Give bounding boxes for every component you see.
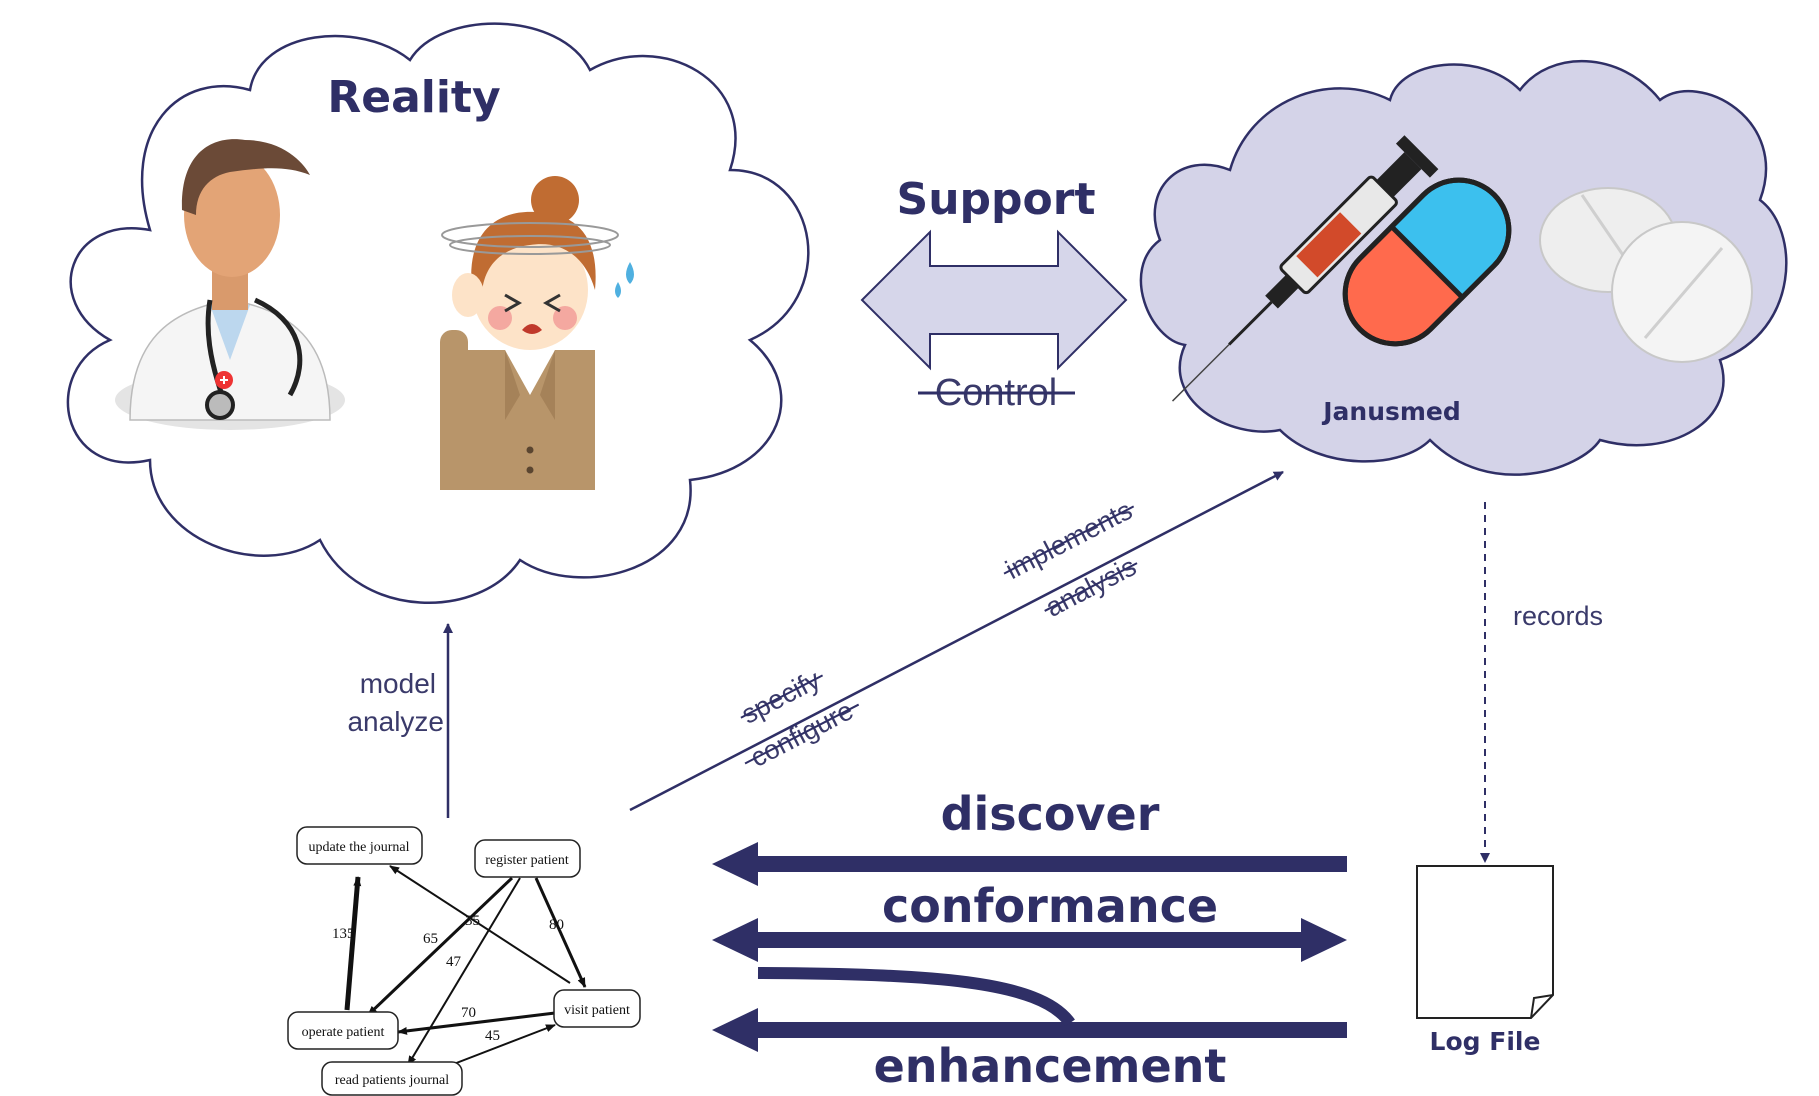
- edge-visit-update: [389, 865, 571, 984]
- node-visit-patient: visit patient: [553, 989, 641, 1028]
- support-control-arrow: [860, 229, 1128, 371]
- configure-strikethrough: [744, 703, 860, 765]
- records-label: records: [1513, 601, 1603, 631]
- configure-implements-arrow: [629, 470, 1284, 812]
- discover-arrow: [712, 842, 1347, 886]
- edge-operate-update: [344, 876, 362, 1011]
- node-register-patient: register patient: [474, 839, 581, 878]
- edge-label-45: 45: [485, 1028, 500, 1044]
- node-update-journal-label: update the journal: [308, 840, 409, 855]
- node-operate-patient-label: operate patient: [302, 1025, 385, 1040]
- analysis-strikethrough: [1044, 562, 1138, 612]
- node-read-patients-journal: read patients journal: [321, 1061, 463, 1096]
- doctor-icon: [115, 139, 345, 430]
- syringe-icon: [1171, 135, 1439, 402]
- dizzy-patient-icon: [440, 176, 634, 490]
- enhancement-arrow: [712, 967, 1347, 1052]
- conformance-label: conformance: [882, 879, 1218, 933]
- analyze-label: analyze: [347, 706, 444, 737]
- edge-label-47: 47: [446, 954, 462, 970]
- pills-icon: [1539, 187, 1753, 363]
- edge-read-visit: [445, 1024, 556, 1068]
- edge-label-80: 80: [549, 917, 564, 933]
- edge-label-70: 70: [461, 1005, 476, 1021]
- log-file-icon: [1416, 865, 1554, 1019]
- node-register-patient-label: register patient: [485, 853, 569, 868]
- node-operate-patient: operate patient: [287, 1011, 399, 1050]
- log-file-label: Log File: [1430, 1027, 1541, 1056]
- conformance-arrow: [712, 918, 1347, 962]
- edge-register-operate: [366, 876, 514, 1017]
- edge-visit-operate: [397, 1011, 556, 1035]
- capsule-icon: [1342, 177, 1512, 347]
- janusmed-label: Janusmed: [1321, 397, 1461, 426]
- node-visit-patient-label: visit patient: [564, 1003, 630, 1018]
- specify-strikethrough: [740, 674, 824, 719]
- support-label: Support: [897, 174, 1096, 225]
- model-label: model: [360, 668, 436, 699]
- edge-register-read: [407, 877, 521, 1066]
- edge-register-visit: [534, 877, 587, 988]
- edge-label-65: 65: [423, 931, 438, 947]
- edge-label-35: 35: [465, 913, 480, 929]
- process-model-graph: 135 65 35 80 47 70 45 update the journal…: [287, 826, 641, 1096]
- reality-title: Reality: [327, 72, 500, 123]
- enhancement-label: enhancement: [874, 1039, 1227, 1093]
- edge-label-135: 135: [332, 926, 355, 942]
- node-update-journal: update the journal: [296, 826, 423, 865]
- implements-strikethrough: [1003, 505, 1135, 575]
- discover-label: discover: [941, 787, 1160, 841]
- node-read-patients-journal-label: read patients journal: [335, 1073, 449, 1088]
